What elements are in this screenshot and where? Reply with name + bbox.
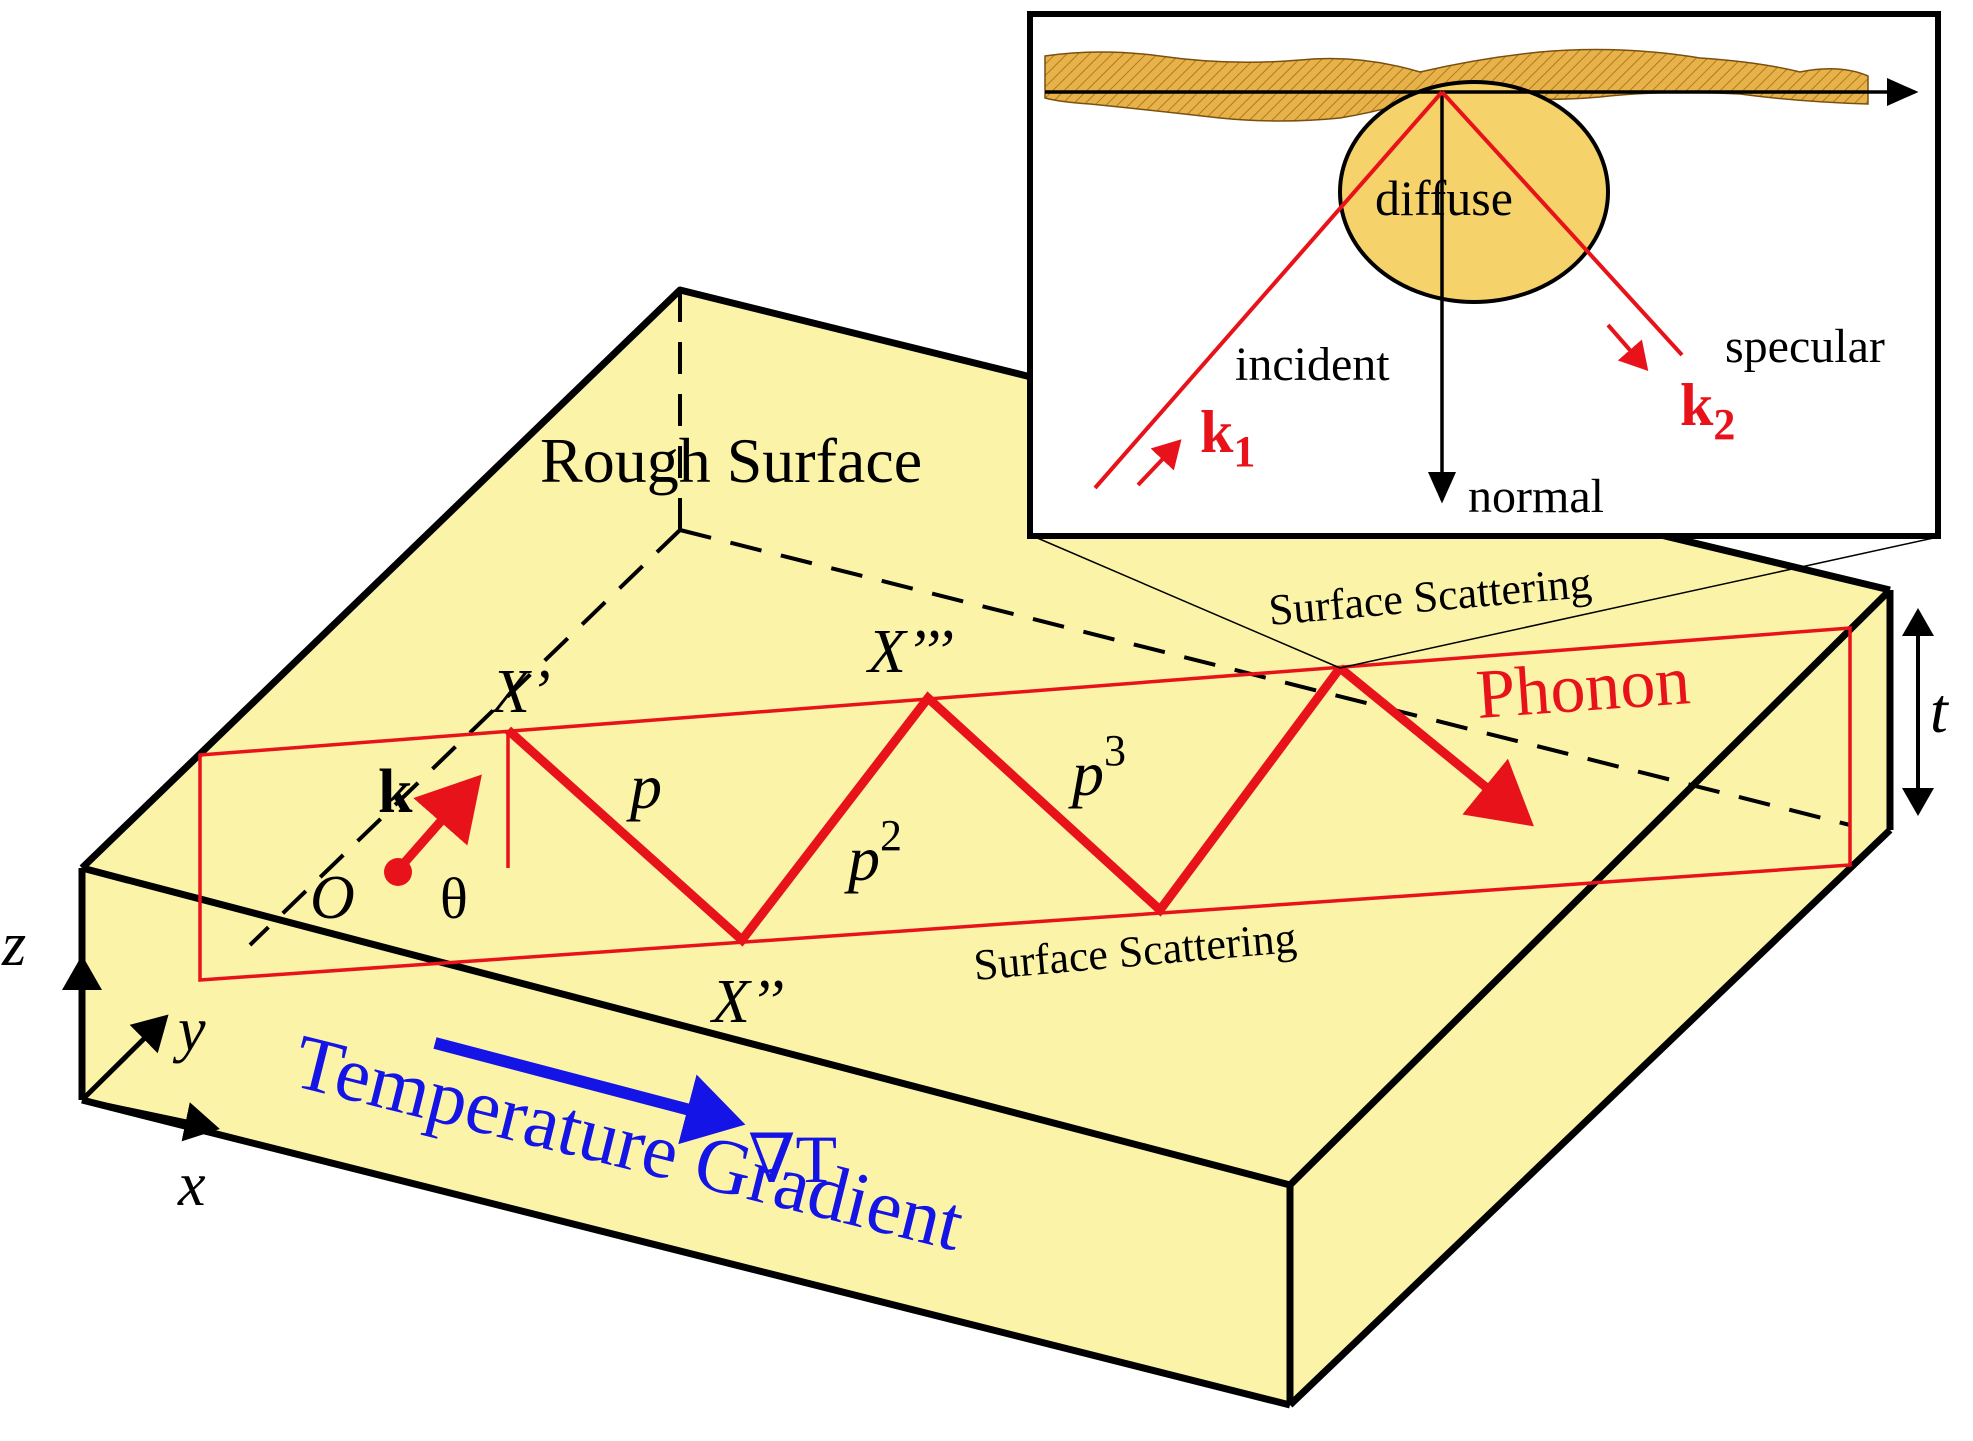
inset-connector-right	[1339, 536, 1939, 669]
k1-base: k	[1200, 399, 1234, 465]
k2-subscript: 2	[1713, 400, 1735, 449]
axis-y-label: y	[172, 996, 206, 1064]
slab-right-face	[1290, 590, 1890, 1405]
k1-arrow	[1136, 439, 1182, 487]
phonon-zigzag-path	[504, 665, 1344, 947]
diffuse-lobe	[1338, 80, 1610, 304]
diffuse-label: diffuse	[1375, 170, 1513, 226]
p3-exponent: 3	[1104, 726, 1126, 775]
normal-label: normal	[1468, 470, 1604, 523]
p3-label: p3	[1068, 726, 1126, 809]
specular-ray	[1440, 90, 1684, 357]
rough-surface-label: Rough Surface	[540, 425, 922, 496]
specular-label: specular	[1725, 320, 1885, 373]
k-vector-arrow	[394, 774, 482, 873]
phonon-plane	[198, 626, 1852, 982]
incident-ray	[1093, 90, 1444, 490]
inset-panel: diffuse incident specular normal k1 k2	[1027, 11, 1941, 539]
grad-t-label: ∇T	[748, 1121, 837, 1197]
p2-base: p	[844, 823, 880, 894]
x-prime-label: X’	[489, 658, 551, 726]
axis-x-label: x	[177, 1151, 206, 1219]
incident-label: incident	[1235, 338, 1390, 391]
k1-subscript: 1	[1233, 427, 1255, 476]
origin-label: O	[310, 864, 355, 932]
axes	[62, 955, 220, 1142]
x-double-prime-label: X’’	[709, 968, 784, 1036]
k2-arrow	[1606, 323, 1649, 372]
theta-label: θ	[440, 866, 468, 931]
phonon-exit-arrow	[1337, 664, 1534, 827]
axis-z-label: z	[1, 911, 26, 979]
k-label: k	[378, 758, 413, 826]
thickness-label: t	[1930, 675, 1950, 746]
p-label: p	[626, 751, 662, 822]
inset-connector-left	[1034, 536, 1341, 669]
x-triple-prime-label: X’’’	[865, 618, 954, 686]
temperature-gradient-arrow	[433, 1037, 746, 1145]
p3-base: p	[1068, 738, 1104, 809]
hidden-edges	[248, 290, 1851, 947]
origin-point	[384, 858, 412, 886]
k1-label: k1	[1200, 399, 1255, 476]
k2-label: k2	[1680, 372, 1735, 449]
k2-base: k	[1680, 372, 1714, 438]
p2-label: p2	[844, 811, 902, 894]
phonon-label: Phonon	[1474, 642, 1693, 734]
p2-exponent: 2	[880, 811, 902, 860]
